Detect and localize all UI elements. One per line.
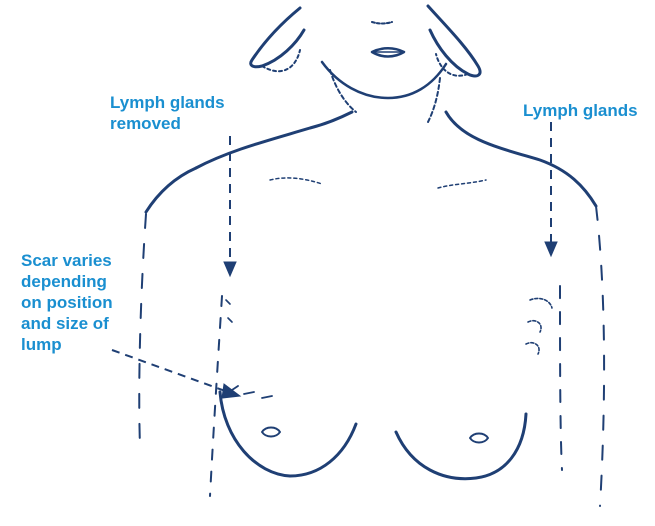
surgery-area-right xyxy=(526,298,552,354)
arrow-left-head xyxy=(224,262,236,276)
breast-right xyxy=(396,414,526,479)
hair-left xyxy=(251,8,304,67)
nose xyxy=(372,22,392,24)
hair-right xyxy=(428,6,480,76)
nipple-right xyxy=(470,434,488,443)
collarbone-right xyxy=(438,180,486,188)
breast-left xyxy=(220,392,356,476)
arm-outer-left xyxy=(139,214,146,446)
arm-outer-right xyxy=(596,206,604,506)
nipple-left xyxy=(262,428,280,437)
shoulder-right xyxy=(446,112,596,206)
label-lymph-glands: Lymph glands xyxy=(523,100,638,121)
arrow-right-head xyxy=(545,242,557,256)
torso-side-right xyxy=(560,286,562,470)
collarbone-left xyxy=(270,178,322,184)
arrow-scar-shaft xyxy=(112,350,228,392)
label-scar-varies: Scar varies depending on position and si… xyxy=(21,250,113,355)
label-lymph-glands-removed: Lymph glands removed xyxy=(110,92,225,134)
